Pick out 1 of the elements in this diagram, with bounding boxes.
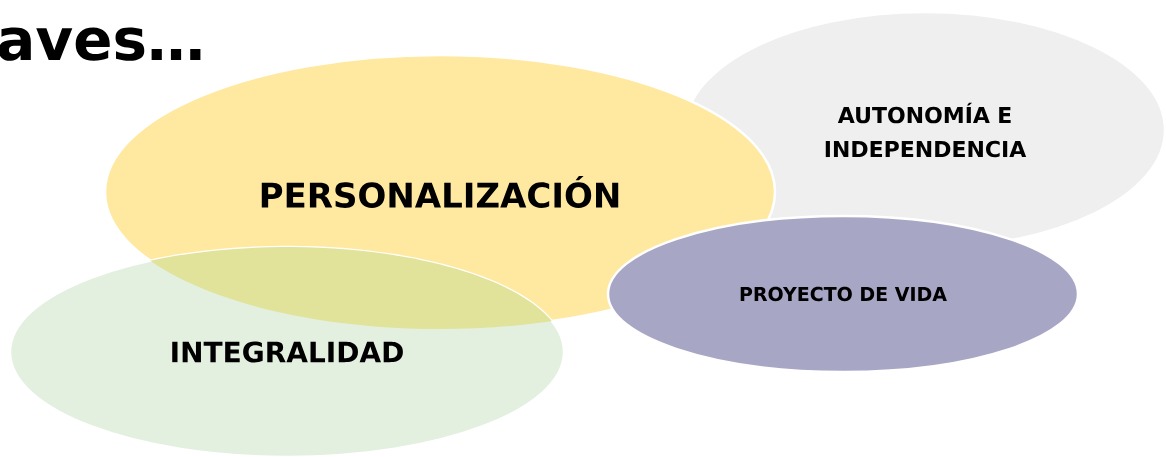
node-label: INTEGRALIDAD (172, 341, 403, 363)
